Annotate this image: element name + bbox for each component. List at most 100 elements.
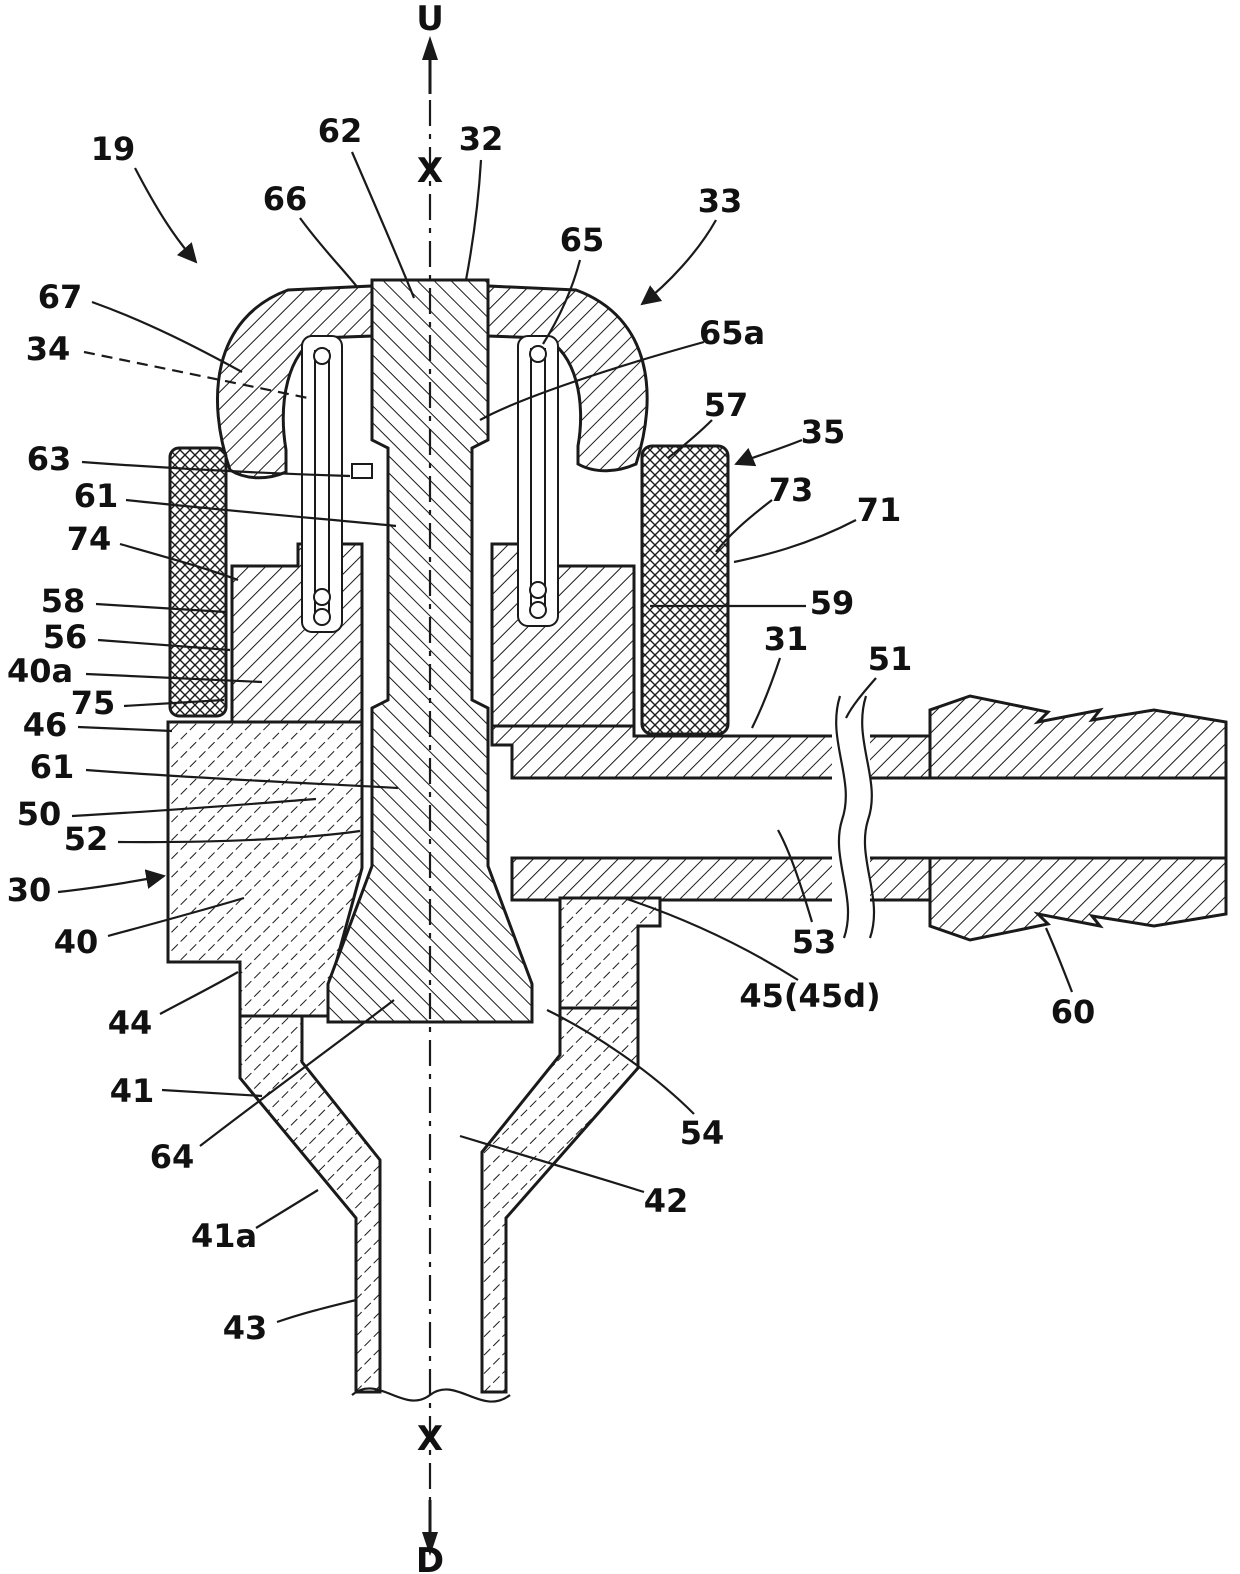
leader-35 [734,438,803,467]
ref-numeral-35: 35 [801,413,846,451]
ref-numeral-45d: 45(45d) [739,977,880,1015]
leader-lines [57,151,1074,1324]
ref-numeral-41: 41 [110,1072,155,1110]
leader-31 [751,657,782,729]
ref-numeral-33: 33 [698,182,743,220]
left-knurl-ring [168,446,228,718]
leader-45d [623,896,799,981]
leader-30 [57,869,166,894]
leader-44 [159,971,239,1015]
leader-74 [119,542,239,582]
right-knurl-ring [640,444,730,736]
axis-label-x-lower: X [417,1419,443,1459]
ref-numeral-51: 51 [868,640,913,678]
direction-arrow-up [422,36,438,94]
leader-66 [299,217,359,289]
latch-notch-63 [351,463,373,479]
barb-bottom-wall [928,856,1228,942]
leader-43 [276,1298,357,1324]
ref-numeral-65: 65 [560,221,605,259]
leader-63 [81,460,351,478]
leader-40a [85,672,263,684]
ref-numeral-40a: 40a [7,652,73,690]
ref-numeral-65a: 65a [699,314,765,352]
leader-62 [350,151,416,299]
ref-numeral-58: 58 [41,582,86,620]
leader-40 [107,896,245,938]
leader-61-lower [85,768,399,790]
leader-71 [733,519,857,564]
leader-34 [83,350,309,400]
step-block-45d [558,896,662,1010]
leader-64 [199,999,395,1147]
leader-61-upper [125,498,397,528]
ref-numeral-43: 43 [223,1309,268,1347]
ref-numeral-41a: 41a [191,1217,257,1255]
ref-numeral-34: 34 [26,330,71,368]
ref-numeral-67: 67 [38,278,83,316]
ref-numeral-59: 59 [810,584,855,622]
ref-numeral-44: 44 [108,1004,153,1042]
leader-56 [97,638,231,652]
ref-numeral-32: 32 [459,120,504,158]
barb-top-wall [928,694,1228,780]
leader-52 [117,829,361,844]
top-cap-left [216,284,374,480]
top-cap-right [486,284,649,473]
ref-numeral-40: 40 [54,923,99,961]
ref-numeral-61-lower: 61 [30,748,75,786]
leader-73 [715,499,773,553]
ref-numeral-30: 30 [7,871,52,909]
ref-numeral-42: 42 [644,1182,689,1220]
ref-numeral-71: 71 [857,491,902,529]
axis-label-up: U [416,0,444,39]
ref-numeral-56: 56 [43,618,88,656]
leader-58 [95,602,227,614]
leader-19 [134,167,198,264]
leader-51 [845,677,877,719]
leader-60 [1044,927,1074,993]
direction-arrow-down [422,1500,438,1556]
pipe-break [832,694,876,940]
ref-numeral-53: 53 [792,923,837,961]
ref-numeral-54: 54 [680,1114,725,1152]
ref-numeral-52: 52 [64,820,109,858]
ref-numeral-75: 75 [71,684,116,722]
ref-numeral-50: 50 [17,795,62,833]
leader-33 [640,219,717,306]
ref-numeral-64: 64 [150,1138,195,1176]
leader-57 [667,419,713,459]
leader-41 [161,1088,263,1098]
leader-65a [479,340,705,421]
ref-numeral-66: 66 [263,180,308,218]
leader-32 [464,159,483,281]
leader-42 [459,1134,645,1194]
ref-numeral-63: 63 [27,440,72,478]
ref-numeral-57: 57 [704,386,749,424]
ref-numeral-19: 19 [91,130,136,168]
ref-numeral-62: 62 [318,112,363,150]
leader-75 [123,698,225,708]
up-arrowhead-icon [422,36,438,60]
down-arrowhead-icon [422,1532,438,1556]
ref-numeral-60: 60 [1051,993,1096,1031]
leader-53 [777,829,814,923]
right-latch-arm [490,542,636,728]
lower-funnel-left-wall [238,1014,382,1394]
leader-67 [91,300,243,373]
lower-funnel-right-wall [480,1006,640,1394]
leader-54 [546,1009,695,1115]
leader-46 [77,725,173,733]
ref-numeral-46: 46 [23,706,68,744]
ref-numeral-61-upper: 61 [74,477,119,515]
leader-65 [542,259,582,345]
ref-numeral-74: 74 [67,520,112,558]
leader-50 [71,797,317,818]
right-spring-pin [517,335,559,627]
ref-numeral-31: 31 [764,620,809,658]
ref-numeral-73: 73 [769,471,814,509]
leader-41a [255,1189,319,1229]
axis-label-x-upper: X [417,151,443,191]
